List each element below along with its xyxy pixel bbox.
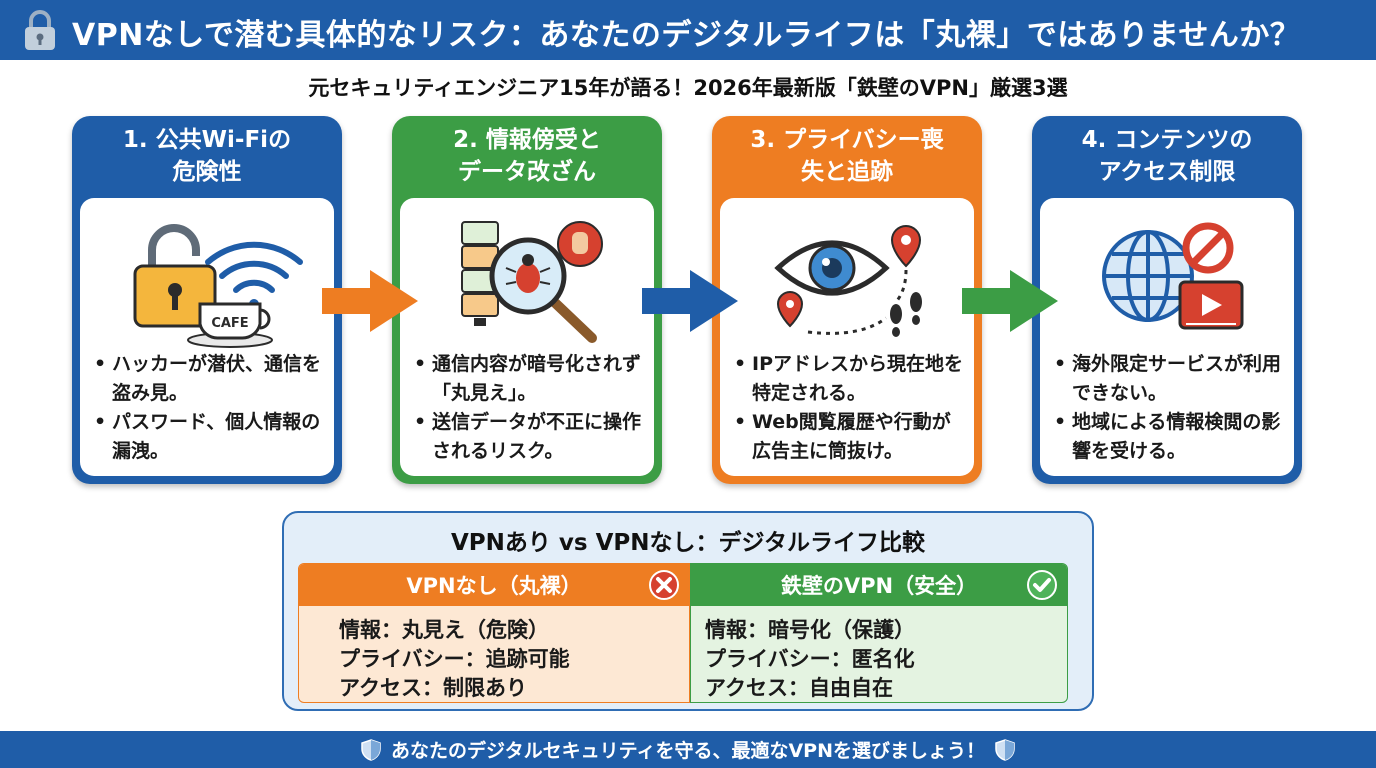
comparison-without-vpn: VPNなし（丸裸） 情報：丸見え（危険） プライバシー：追跡可能 アクセス：制限… [298,563,690,703]
magnifier-bug-icon [489,237,597,343]
globe-icon [1102,230,1194,322]
comparison-with-vpn: 鉄壁のVPN（安全） 情報：暗号化（保護） プライバシー：匿名化 アクセス：自由… [690,563,1068,703]
eye-icon [774,240,890,296]
comparison-panel: VPNあり vs VPNなし：デジタルライフ比較 VPNなし（丸裸） 情報：丸見… [282,511,1094,711]
card-title: 2. 情報傍受と データ改ざん [453,127,601,185]
interception-illustration [461,221,603,343]
footprints-icon [890,292,922,337]
card-title: 3. プライバシー喪 失と追跡 [750,127,944,185]
list-item: ハッカーが潜伏、通信を盗み見。 [92,350,324,408]
geo-restriction-illustration [1102,222,1244,330]
card-title: 1. 公共Wi-Fiの 危険性 [122,127,292,185]
column-heading: VPNなし（丸裸） [299,564,689,606]
shield-icon [995,738,1015,761]
svg-text:CAFE: CAFE [211,316,248,331]
arrow-right-icon [642,270,738,332]
card-bullet-list: 通信内容が暗号化されず「丸見え」。 送信データが不正に操作されるリスク。 [412,350,644,466]
list-item: 通信内容が暗号化されず「丸見え」。 [412,350,644,408]
comparison-line: アクセス：自由自在 [705,676,893,700]
card-title: 4. コンテンツの アクセス制限 [1081,127,1253,185]
location-pin-icon [776,224,922,328]
video-player-icon [1178,280,1244,330]
comparison-line: 情報：丸見え（危険） [339,618,549,642]
header-banner: VPNなしで潜む具体的なリスク：あなたのデジタルライフは「丸裸」ではありませんか… [0,0,1376,60]
tracking-illustration [774,224,922,337]
check-circle-icon [1027,570,1057,600]
risk-card-privacy: 3. プライバシー喪 失と追跡 [712,116,982,484]
card-body: IPアドレスから現在地を特定される。 Web閲覧履歴や行動が広告主に筒抜け。 [720,198,974,476]
risk-card-public-wifi: 1. 公共Wi-Fiの 危険性 CAFE [72,116,342,484]
card-body: 海外限定サービスが利用できない。 地域による情報検閲の影響を受ける。 [1040,198,1294,476]
comparison-lines: 情報：丸見え（危険） プライバシー：追跡可能 アクセス：制限あり [339,616,570,703]
list-item: 地域による情報検閲の影響を受ける。 [1052,408,1284,466]
list-item: Web閲覧履歴や行動が広告主に筒抜け。 [732,408,964,466]
list-item: 送信データが不正に操作されるリスク。 [412,408,644,466]
card-bullet-list: ハッカーが潜伏、通信を盗み見。 パスワード、個人情報の漏洩。 [92,350,324,466]
shield-icon [361,738,381,761]
card-body: 通信内容が暗号化されず「丸見え」。 送信データが不正に操作されるリスク。 [400,198,654,476]
risk-card-content-restriction: 4. コンテンツの アクセス制限 海外限定サービスが利用できない。 [1032,116,1302,484]
footer-text: あなたのデジタルセキュリティを守る、最適なVPNを選びましょう！ [390,740,985,762]
list-item: パスワード、個人情報の漏洩。 [92,408,324,466]
comparison-line: プライバシー：追跡可能 [339,647,570,671]
card-body: CAFE ハッカーが潜伏、通信を盗み見。 パスワード、個人情報の漏洩。 [80,198,334,476]
stop-hand-icon [557,221,603,267]
arrow-right-icon [322,270,418,332]
arrow-right-icon [962,270,1058,332]
card-bullet-list: 海外限定サービスが利用できない。 地域による情報検閲の影響を受ける。 [1052,350,1284,466]
page-subtitle: 元セキュリティエンジニア15年が語る！2026年最新版「鉄壁のVPN」厳選3選 [308,76,1068,100]
comparison-line: アクセス：制限あり [339,676,527,700]
page-title: VPNなしで潜む具体的なリスク：あなたのデジタルライフは「丸裸」ではありませんか… [72,18,1301,53]
card-bullet-list: IPアドレスから現在地を特定される。 Web閲覧履歴や行動が広告主に筒抜け。 [732,350,964,466]
x-circle-icon [649,570,679,600]
column-heading: 鉄壁のVPN（安全） [691,564,1067,606]
comparison-line: プライバシー：匿名化 [705,647,915,671]
risk-card-interception: 2. 情報傍受と データ改ざん [392,116,662,484]
coffee-cup-icon: CAFE [187,302,273,348]
footer-banner: あなたのデジタルセキュリティを守る、最適なVPNを選びましょう！ [0,731,1376,768]
server-icon [461,221,499,326]
comparison-title: VPNあり vs VPNなし：デジタルライフ比較 [450,530,926,556]
wifi-icon [205,241,303,309]
prohibited-icon [1182,222,1234,274]
comparison-line: 情報：暗号化（保護） [705,618,915,642]
padlock-open-icon [133,224,217,328]
comparison-lines: 情報：暗号化（保護） プライバシー：匿名化 アクセス：自由自在 [705,616,915,703]
list-item: IPアドレスから現在地を特定される。 [732,350,964,408]
lock-icon [25,10,55,50]
public-wifi-illustration: CAFE [133,224,303,348]
list-item: 海外限定サービスが利用できない。 [1052,350,1284,408]
